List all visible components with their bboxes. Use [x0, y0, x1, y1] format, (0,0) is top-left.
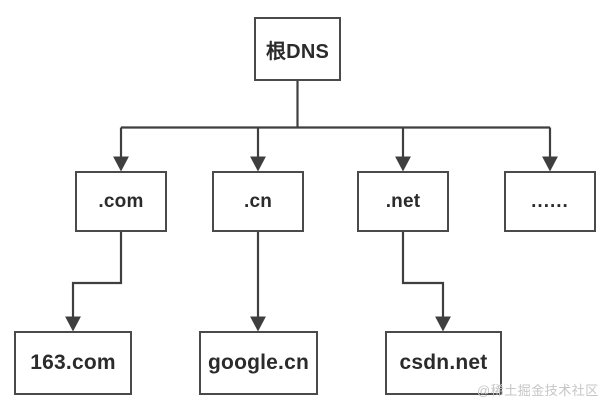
node-tld-net[interactable]: .net — [357, 171, 449, 232]
edge-net-to-csdn — [401, 232, 451, 332]
node-tld-com[interactable]: .com — [75, 171, 167, 232]
node-domain-googlecn[interactable]: google.cn — [199, 331, 318, 395]
node-tld-cn-label: .cn — [243, 190, 273, 212]
node-domain-163com-label: 163.com — [30, 351, 116, 374]
node-tld-cn[interactable]: .cn — [212, 171, 304, 232]
node-tld-more[interactable]: ...... — [504, 171, 596, 232]
node-domain-163com[interactable]: 163.com — [14, 331, 132, 395]
node-tld-more-label: ...... — [531, 190, 569, 212]
node-tld-net-label: .net — [385, 190, 421, 212]
node-domain-csdnnet-label: csdn.net — [399, 351, 488, 374]
node-tld-com-label: .com — [98, 190, 144, 212]
edge-com-to-163 — [65, 232, 123, 332]
node-domain-googlecn-label: google.cn — [208, 351, 309, 374]
node-root-dns-label: 根DNS — [265, 40, 330, 63]
node-domain-csdnnet[interactable]: csdn.net — [385, 331, 502, 395]
node-root-dns[interactable]: 根DNS — [254, 17, 341, 81]
